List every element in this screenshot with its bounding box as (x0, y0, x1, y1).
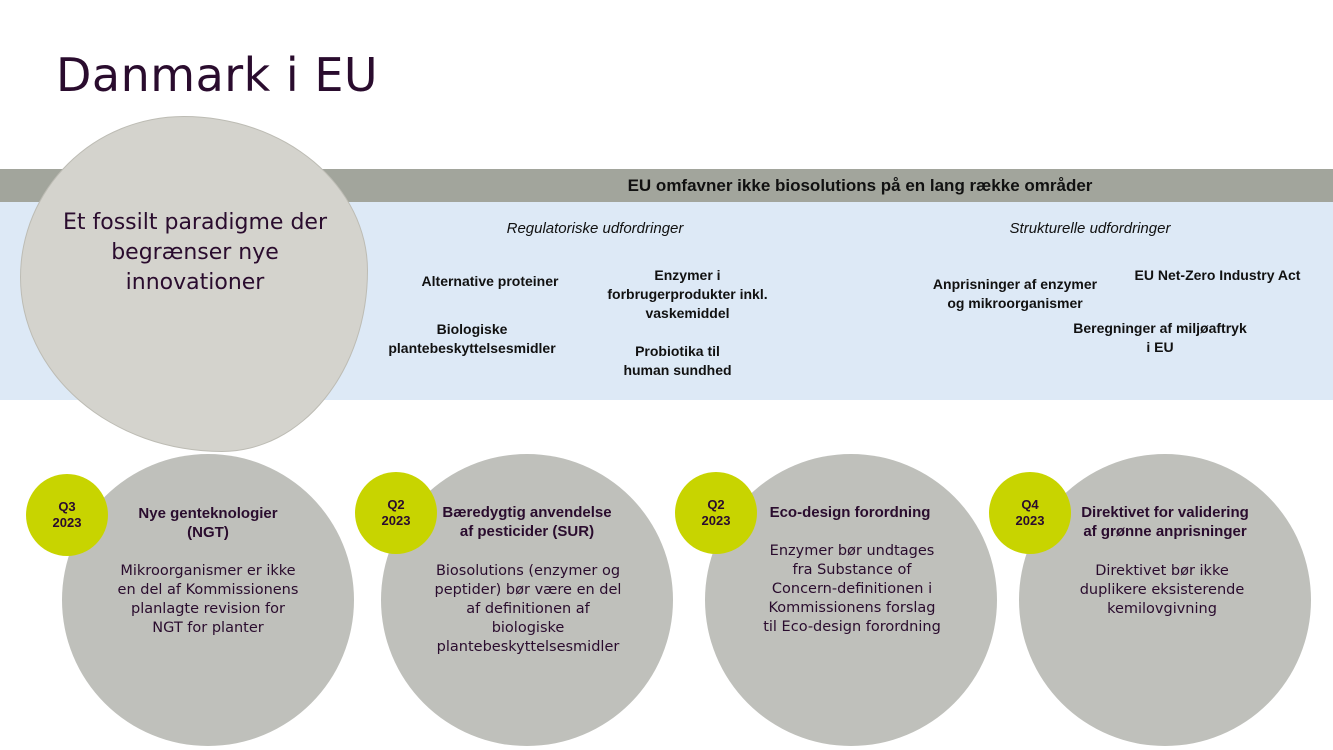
card-sur-quarter-badge: Q2 2023 (355, 472, 437, 554)
page-title: Danmark i EU (56, 48, 379, 102)
card-ngt-title: Nye genteknologier (NGT) (138, 505, 278, 541)
structural-heading: Strukturelle udfordringer (1009, 220, 1171, 237)
fossil-paradigm-blob (20, 116, 368, 452)
structural-item-net-zero-act: EU Net-Zero Industry Act (1134, 267, 1301, 283)
card-ngt-circle (62, 454, 354, 746)
regulatory-item-alternative-proteins: Alternative proteiner (421, 273, 559, 289)
structural-item-environmental-footprint: Beregninger af miljøaftryk i EU (1073, 320, 1247, 355)
fossil-paradigm-text: Et fossilt paradigme der begrænser nye i… (62, 210, 327, 295)
regulatory-item-enzymes-consumer-products: Enzymer i forbrugerprodukter inkl. vaske… (607, 267, 768, 321)
card-ngt-quarter-badge: Q3 2023 (26, 474, 108, 556)
card-sur-body: Biosolutions (enzymer og peptider) bør v… (434, 563, 622, 655)
regulatory-item-probiotics: Probiotika til human sundhed (623, 343, 732, 378)
card-ecodesign-quarter-badge: Q2 2023 (675, 472, 757, 554)
card-green-claims-quarter-badge: Q4 2023 (989, 472, 1071, 554)
card-ecodesign-body: Enzymer bør undtages fra Substance of Co… (763, 543, 941, 635)
card-green-claims-body: Direktivet bør ikke duplikere eksisteren… (1079, 563, 1245, 617)
banner-title: EU omfavner ikke biosolutions på en lang… (627, 176, 1093, 195)
card-ngt-body: Mikroorganismer er ikke en del af Kommis… (117, 563, 299, 636)
card-ecodesign-title: Eco-design forordning (769, 504, 931, 521)
regulatory-item-biological-plant-protection: Biologiske plantebeskyttelsesmidler (388, 321, 556, 356)
regulatory-heading: Regulatoriske udfordringer (506, 220, 684, 237)
card-sur-title: Bæredygtig anvendelse af pesticider (SUR… (442, 504, 612, 540)
structural-item-claims: Anprisninger af enzymer og mikroorganism… (932, 276, 1098, 311)
card-green-claims-title: Direktivet for validering af grønne anpr… (1081, 504, 1249, 540)
